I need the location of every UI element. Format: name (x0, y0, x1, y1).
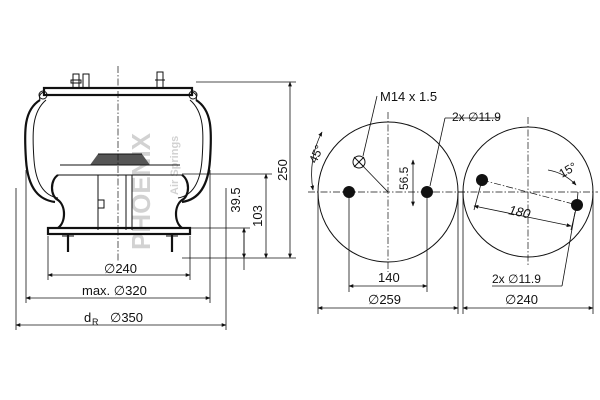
watermark-brand: PHOENIX (126, 132, 156, 250)
dim-top-plate-diameter: ∅240 (47, 236, 191, 280)
top-holes-label: 2x ∅11.9 (452, 110, 501, 124)
top-bolt-hole-left (343, 186, 355, 198)
top-bolt-spacing-label: 140 (378, 270, 400, 285)
dim-height-low: 39.5 (182, 187, 250, 270)
dim-height-mid-label: 103 (250, 205, 265, 227)
top-plate-view: 45° M14 x 1.5 2x ∅11.9 56.5 140 ∅259 (306, 89, 501, 314)
dim-height-low-label: 39.5 (228, 187, 243, 212)
bottom-plate-diameter-label: ∅240 (505, 292, 538, 307)
dim-dr-subscript: R (92, 317, 99, 327)
dim-height-total-label: 250 (275, 159, 290, 181)
bottom-plate-view: 15° 180 2x ∅11.9 ∅240 (458, 117, 598, 314)
dim-height-mid: 103 (182, 173, 272, 259)
watermark: PHOENIX Air Springs (126, 132, 181, 250)
bottom-holes-label: 2x ∅11.9 (492, 272, 541, 286)
top-plate-diameter-label: ∅259 (368, 292, 401, 307)
dim-height-total: 250 (182, 81, 296, 259)
piston (46, 153, 192, 252)
bottom-bolt-spacing-label: 180 (507, 202, 532, 221)
thread-hole (352, 155, 389, 193)
top-offset-label: 56.5 (397, 166, 411, 190)
dim-dr-value: ∅350 (110, 310, 143, 325)
side-view: PHOENIX Air Springs (15, 66, 296, 330)
dim-max-diameter: max. ∅320 (25, 170, 211, 303)
top-bolt-hole-right (421, 186, 433, 198)
dim-max-diameter-label: max. ∅320 (82, 283, 147, 298)
dim-dr-symbol: d (84, 310, 91, 325)
dim-top-plate-diameter-label: ∅240 (104, 261, 137, 276)
thread-label: M14 x 1.5 (380, 89, 437, 104)
bottom-angle-label: 15° (557, 159, 580, 180)
bellows (24, 99, 212, 204)
dim-dr: d R ∅350 (15, 188, 227, 330)
top-angle-label: 45° (306, 143, 326, 166)
